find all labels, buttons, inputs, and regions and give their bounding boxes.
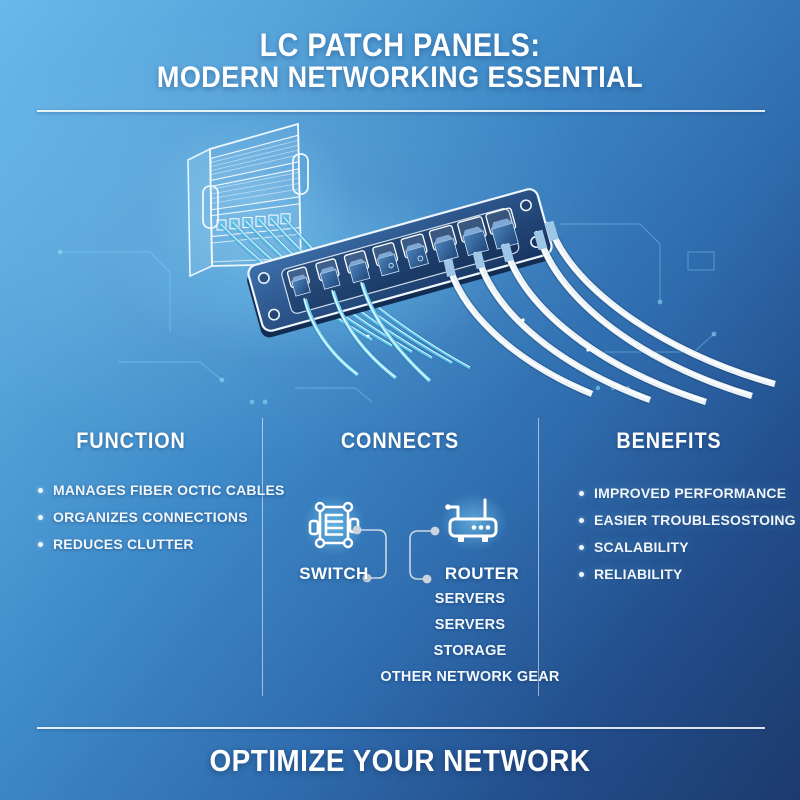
lc-port — [372, 242, 400, 277]
function-list: MANAGES FIBER OCTIC CABLES ORGANIZES CON… — [38, 482, 285, 552]
cyan-patch-cords — [302, 281, 432, 384]
enclosure-bracket-left — [202, 185, 219, 229]
cable-highlights — [366, 303, 590, 352]
benefit-item: RELIABILITY — [579, 566, 796, 582]
connects-list: SERVERS SERVERS STORAGE OTHER NETWORK GE… — [350, 591, 590, 685]
benefit-item: EASIER TROUBLESOSTOING — [579, 512, 796, 528]
benefit-item-label: EASIER TROUBLESOSTOING — [594, 512, 796, 528]
switch-connector-line — [352, 525, 387, 583]
column-divider-2 — [538, 418, 539, 696]
lc-port — [485, 207, 519, 250]
connects-list-item: SERVERS — [434, 617, 506, 633]
white-fiber-cables — [366, 220, 777, 407]
benefit-item-label: IMPROVED PERFORMANCE — [594, 485, 787, 501]
bullet-icon — [579, 490, 584, 496]
function-item-label: REDUCES CLUTTER — [53, 536, 194, 552]
page-title-line2: MODERN NETWORKING ESSENTIAL — [156, 61, 644, 94]
function-item-label: MANAGES FIBER OCTIC CABLES — [53, 482, 285, 498]
vent-lines — [210, 139, 300, 176]
router-icon — [440, 493, 508, 551]
patch-panel-illustration — [57, 116, 777, 407]
lc-port — [315, 258, 341, 290]
benefits-list: IMPROVED PERFORMANCE EASIER TROUBLESOSTO… — [579, 485, 796, 582]
lc-port — [400, 233, 429, 269]
enclosure-bracket-right — [292, 153, 309, 195]
lc-port — [457, 216, 490, 257]
enclosure-vent-band — [209, 134, 300, 182]
switch-label: SWITCH — [299, 564, 369, 583]
lc-port — [428, 224, 459, 263]
title-divider — [37, 110, 765, 112]
benefit-item: SCALABILITY — [579, 539, 796, 555]
bullet-icon — [579, 571, 584, 577]
bullet-icon — [38, 514, 43, 520]
page-title-line1: LC PATCH PANELS: — [259, 27, 541, 63]
connects-list-item: OTHER NETWORK GEAR — [380, 669, 560, 685]
trace-dots — [57, 249, 717, 405]
patch-panel — [247, 188, 553, 338]
connects-heading: CONNECTS — [340, 428, 460, 453]
lc-port — [286, 266, 311, 297]
benefit-item: IMPROVED PERFORMANCE — [579, 485, 796, 501]
bullet-icon — [579, 517, 584, 523]
benefit-item-label: SCALABILITY — [594, 539, 689, 555]
bullet-icon — [38, 487, 43, 493]
function-item-label: ORGANIZES CONNECTIONS — [53, 509, 248, 525]
function-item: ORGANIZES CONNECTIONS — [38, 509, 285, 525]
footer-tagline: OPTIMIZE YOUR NETWORK — [209, 743, 591, 778]
benefit-item-label: RELIABILITY — [594, 566, 683, 582]
panel-body — [247, 188, 553, 332]
footer-divider — [37, 727, 765, 729]
router-connector-line — [409, 526, 440, 584]
switch-icon — [303, 494, 365, 556]
enclosure-side-face — [187, 147, 213, 278]
bullet-icon — [38, 541, 43, 547]
router-label: ROUTER — [444, 564, 520, 583]
vent-lines — [210, 171, 300, 204]
connects-list-item: STORAGE — [433, 643, 507, 659]
connects-list-item: SERVERS — [434, 591, 506, 607]
function-item: MANAGES FIBER OCTIC CABLES — [38, 482, 285, 498]
column-divider-1 — [262, 418, 263, 696]
panel-ports — [286, 207, 519, 297]
benefits-heading: BENEFITS — [616, 428, 722, 453]
function-heading: FUNCTION — [76, 428, 186, 453]
lc-port — [343, 250, 371, 284]
bullet-icon — [579, 544, 584, 550]
cable-ferrules — [443, 220, 559, 277]
function-item: REDUCES CLUTTER — [38, 536, 285, 552]
